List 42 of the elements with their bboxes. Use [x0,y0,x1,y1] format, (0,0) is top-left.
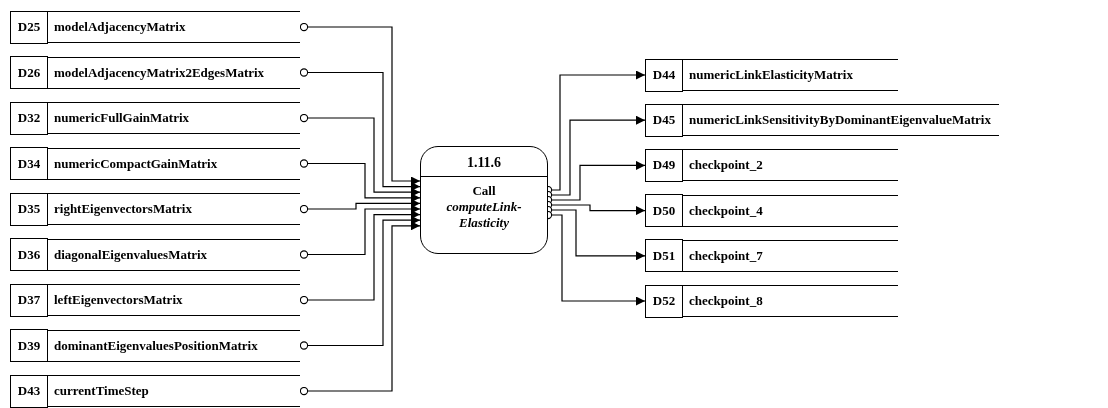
data-store [10,238,300,271]
flow-arrow [299,221,421,396]
store-id: D34 [10,147,48,180]
store-id: D32 [10,101,48,135]
store-id: D36 [10,238,48,271]
store-id: D43 [10,374,48,408]
data-store [10,193,300,225]
store-id: D39 [10,329,48,362]
store-id: D35 [10,192,48,226]
data-store [645,285,898,317]
process-number: 1.11.6 [421,147,547,177]
data-store [10,375,300,407]
data-store [645,59,898,91]
flow-arrow [299,198,421,214]
flow-arrow [299,159,421,203]
flow-arrow [299,113,421,197]
store-id: D44 [645,58,683,92]
store-id: D25 [10,10,48,44]
store-id: D50 [645,194,683,228]
data-store [645,104,999,137]
flow-arrow [299,215,421,350]
data-store [10,102,300,134]
process-box [420,146,548,254]
data-store [645,194,898,227]
store-id: D49 [645,148,683,182]
data-store [10,284,300,316]
flow-arrow [299,204,421,259]
data-store [10,147,300,180]
flow-arrow [299,68,421,192]
data-store [10,329,300,362]
store-id: D45 [645,103,683,137]
data-store [10,11,300,43]
data-store [645,149,898,182]
store-id: D37 [10,283,48,317]
store-id: D26 [10,56,48,89]
flow-arrow [299,22,421,186]
data-store [645,239,898,272]
process-name: Call computeLink-Elasticity [445,182,523,231]
store-id: D52 [645,284,683,318]
store-id: D51 [645,239,683,273]
flow-arrow [299,210,421,305]
data-store [10,56,300,89]
